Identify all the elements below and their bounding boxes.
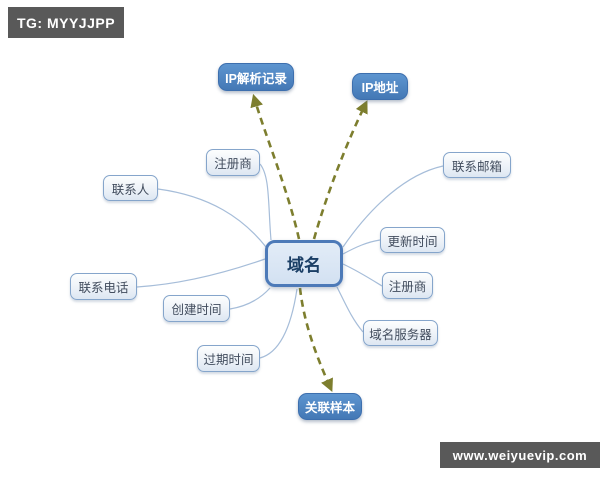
edge-expiration-time (259, 288, 298, 359)
node-dns-server[interactable]: 域名服务器 (363, 320, 438, 346)
edge-registrar-left (259, 163, 272, 241)
node-registrar-right[interactable]: 注册商 (382, 272, 433, 299)
edge-update-time (342, 239, 381, 255)
arrow-associated-samples (298, 287, 333, 392)
node-contact-person[interactable]: 联系人 (103, 175, 158, 201)
arrow-ip-resolution-records (250, 93, 301, 240)
node-creation-time[interactable]: 创建时间 (163, 295, 230, 322)
node-update-time[interactable]: 更新时间 (380, 227, 445, 253)
edge-creation-time (229, 287, 271, 310)
node-expiration-time[interactable]: 过期时间 (197, 345, 260, 372)
edge-contact-person (157, 188, 267, 248)
node-registrar-left[interactable]: 注册商 (206, 149, 260, 176)
telegram-watermark: TG: MYYJJPP (8, 7, 124, 38)
edge-dns-server (336, 286, 364, 333)
edge-contact-email (342, 165, 444, 248)
edge-contact-phone (136, 258, 266, 288)
edge-registrar-right (342, 263, 383, 287)
node-domain-center[interactable]: 域名 (265, 240, 343, 287)
node-associated-samples[interactable]: 关联样本 (298, 393, 362, 420)
node-ip-address[interactable]: IP地址 (352, 73, 408, 100)
node-contact-email[interactable]: 联系邮箱 (443, 152, 511, 178)
node-ip-resolution-records[interactable]: IP解析记录 (218, 63, 294, 91)
website-watermark: www.weiyuevip.com (440, 442, 600, 468)
arrow-ip-address (312, 100, 368, 240)
node-contact-phone[interactable]: 联系电话 (70, 273, 137, 300)
